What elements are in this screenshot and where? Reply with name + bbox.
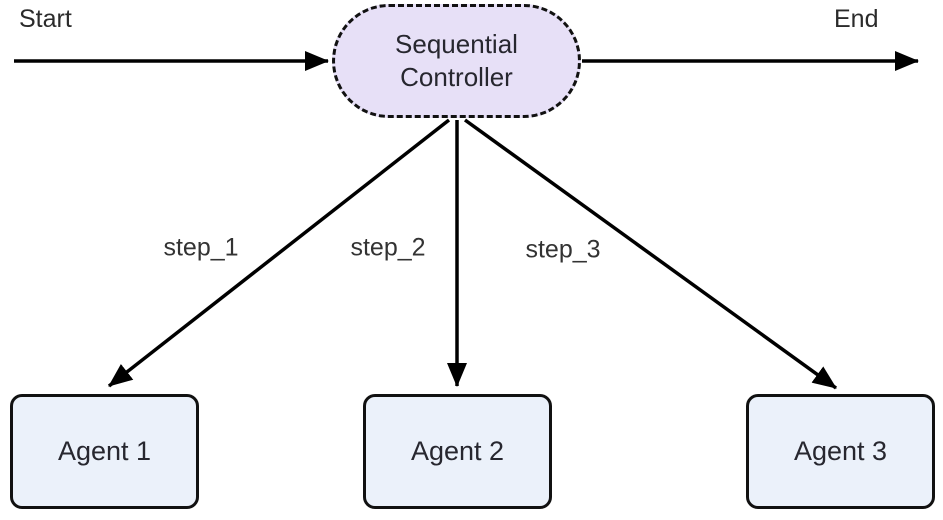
agent-1-node: Agent 1 (10, 394, 199, 509)
agent-1-label: Agent 1 (57, 436, 152, 466)
edge-label-step-3: step_3 (523, 235, 603, 265)
sequential-controller-node: Sequential Controller (332, 4, 581, 118)
end-label: End (834, 5, 879, 33)
start-label: Start (19, 5, 72, 33)
agent-2-label: Agent 2 (410, 436, 505, 466)
edge-label-step-1: step_1 (161, 233, 241, 263)
edge-step-3-arrow (463, 118, 838, 390)
agent-3-label: Agent 3 (793, 436, 888, 466)
edge-step-1-arrow (107, 118, 451, 388)
sequential-controller-label: Sequential Controller (395, 28, 518, 94)
controller-label-line-2: Controller (400, 62, 513, 92)
agent-2-node: Agent 2 (363, 394, 552, 509)
controller-label-line-1: Sequential (395, 29, 518, 59)
agent-3-node: Agent 3 (746, 394, 935, 509)
edge-label-step-2: step_2 (348, 233, 428, 263)
